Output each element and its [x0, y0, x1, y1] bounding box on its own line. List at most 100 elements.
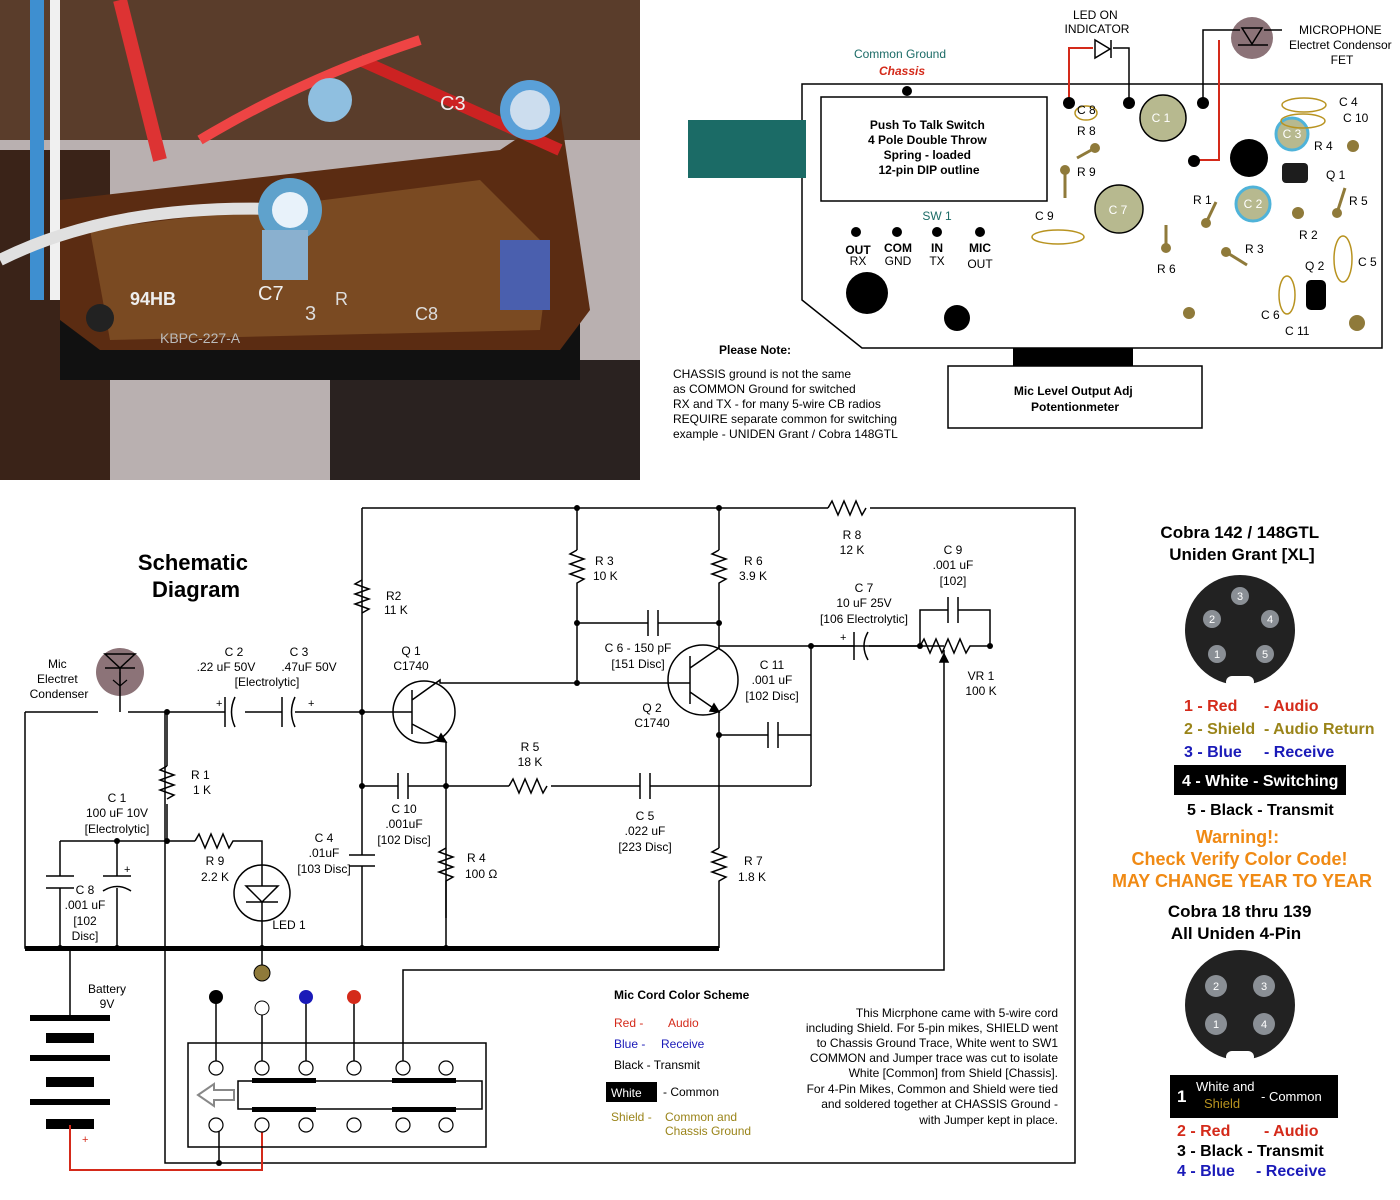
schematic-r4-1: 100 Ω: [465, 867, 497, 881]
connectors-four-pin-box-num: 1: [1177, 1087, 1186, 1106]
pcb-parts-c8: C 8: [1077, 103, 1096, 117]
schematic-cord-blue-1: Receive: [661, 1037, 705, 1051]
microphone-icon: [1231, 17, 1273, 59]
connectors-four-pin-legend-2-func: - Receive: [1256, 1163, 1326, 1180]
schematic-q2-1: C1740: [634, 716, 670, 730]
schematic-cord-shield-2: Chassis Ground: [665, 1124, 751, 1138]
schematic-c1-2: [Electrolytic]: [85, 822, 150, 836]
schematic-plus: +: [82, 1134, 88, 1146]
schematic-r9-1: 2.2 K: [201, 870, 229, 884]
schematic-title: Schematic: [138, 550, 248, 575]
pcb-c7: [1094, 184, 1144, 234]
schematic-r6-1: 3.9 K: [739, 569, 767, 583]
ptt-label: 4 Pole Double Throw: [868, 133, 987, 147]
schematic-c9-0: C 9: [944, 543, 963, 557]
four-pin-connector: [1185, 950, 1295, 1060]
pcb-q1: [1282, 163, 1308, 183]
svg-text:C 710 uF 25V[106 Electrolytic]: C 710 uF 25V[106 Electrolytic]: [820, 581, 908, 626]
wire-blue: [299, 990, 313, 1004]
connectors-five-pin-legend-4-text: 5 - Black - Transmit: [1187, 802, 1334, 819]
pcb-parts-c10: C 10: [1343, 111, 1369, 125]
schematic-paragraph-0: This Micrphone came with 5-wire cord: [856, 1006, 1058, 1020]
schematic-paragraph-4: White [Common] from Shield [Chassis].: [849, 1066, 1058, 1080]
schematic-r1-0: R 1: [191, 768, 210, 782]
schematic-mic-0: Mic: [48, 657, 67, 671]
schematic-r2-1: 11 K: [384, 603, 408, 617]
connectors-five-pin-numbers-1: 2: [1209, 614, 1215, 626]
schematic-c8-0: C 8: [76, 883, 95, 897]
warning-text: Warning!:: [1196, 827, 1279, 847]
connectors-four-pin-legend-1-text: 3 - Black - Transmit: [1177, 1143, 1324, 1160]
schematic-cord-black: Black - Transmit: [614, 1058, 701, 1072]
warning-text: MAY CHANGE YEAR TO YEAR: [1112, 871, 1372, 891]
schematic-c1-0: C 1: [108, 791, 127, 805]
pcb-parts-c9: C 9: [1035, 209, 1054, 223]
slide-arrow-icon: [196, 1082, 235, 1108]
schematic-c6-1: [151 Disc]: [611, 657, 664, 671]
pcb-parts-c4: C 4: [1339, 95, 1358, 109]
pcb-terminals-2-top: IN: [931, 241, 943, 255]
schematic-electrolytic: [Electrolytic]: [235, 675, 300, 689]
schematic-r9-0: R 9: [206, 854, 225, 868]
ptt-label: Spring - loaded: [884, 148, 971, 162]
schematic: [24, 499, 1076, 1171]
schematic-c3-0: C 3: [290, 645, 309, 659]
common-ground-label: Common Ground: [854, 47, 946, 61]
four-pin-title: Cobra 18 thru 139: [1168, 902, 1312, 921]
pcb-parts-r8: R 8: [1077, 124, 1096, 138]
led-indicator-label: INDICATOR: [1065, 22, 1130, 36]
svg-text:C 10.001uF[102 Disc]: C 10.001uF[102 Disc]: [377, 802, 430, 847]
pcb-parts-c1: C 1: [1152, 111, 1171, 125]
pcb-c3: [1274, 116, 1310, 152]
schematic-c11-1: .001 uF: [752, 673, 793, 687]
photo-marking: R: [335, 289, 348, 309]
led-icon: [1094, 38, 1112, 60]
svg-text:C 9.001 uF[102]: C 9.001 uF[102]: [933, 543, 974, 588]
schematic-c8-1: .001 uF: [65, 898, 106, 912]
pcb-terminals-0-bottom: RX: [850, 254, 867, 268]
svg-text:Cobra 18 thru 139 All Unid: Cobra 18 thru 139 All Uniden 4-Pin: [1168, 902, 1316, 943]
svg-text:+: +: [308, 698, 314, 710]
schematic-r2-0: R2: [386, 589, 402, 603]
connectors-five-pin-numbers-0: 1: [1214, 649, 1220, 661]
photo-marking: C3: [440, 93, 466, 115]
sw1-label: SW 1: [922, 209, 952, 223]
schematic-labels: Schematic Diagram Mic Electret Condenser…: [30, 528, 1059, 1146]
schematic-r4-0: R 4: [467, 851, 486, 865]
pcb-parts-r3: R 3: [1245, 242, 1264, 256]
pcb-parts-r2: R 2: [1299, 228, 1318, 242]
svg-text:+: +: [124, 864, 130, 876]
schematic-vr1-1: 100 K: [965, 684, 996, 698]
microphone-label: Electret Condensor: [1289, 38, 1392, 52]
pot-box: [947, 365, 1203, 429]
connectors-four-pin-box-shield: Shield: [1204, 1096, 1240, 1111]
svg-text:Mic Electret Condenser: Mic Electret Condenser: [30, 657, 89, 701]
schematic-mic-2: Condenser: [30, 687, 89, 701]
five-pin-title: Uniden Grant [XL]: [1169, 545, 1314, 564]
pcb-note-lines-2: RX and TX - for many 5-wire CB radios: [673, 397, 881, 411]
svg-text:R 310 K: R 310 K: [593, 554, 618, 583]
cord-title: Mic Cord Color Scheme: [614, 988, 750, 1002]
pcb-parts-c7: C 7: [1109, 203, 1128, 217]
schematic-r3-1: 10 K: [593, 569, 618, 583]
connectors-five-pin-legend-0-num: 1 - Red: [1184, 698, 1237, 715]
schematic-cord-shield-0: Shield -: [611, 1110, 652, 1124]
schematic-c5-0: C 5: [636, 809, 655, 823]
svg-text:R 11 K: R 11 K: [191, 768, 211, 797]
schematic-paragraph-3: COMMON and Jumper trace was cut to isola…: [810, 1051, 1058, 1065]
svg-text:Mic Level Output Adj Poten: Mic Level Output Adj Potentionmeter: [1014, 384, 1136, 414]
note-title: Please Note:: [719, 343, 791, 357]
connectors-five-pin-legend-1-num: 2 - Shield: [1184, 721, 1255, 738]
svg-text:C 11.001 uF[102 Disc]: C 11.001 uF[102 Disc]: [745, 658, 798, 703]
svg-text:MICROPHONE Electret Conden: MICROPHONE Electret Condensor FET: [1289, 23, 1395, 67]
connectors-four-pin-numbers-2: 3: [1261, 981, 1267, 993]
schematic-c10-1: .001uF: [385, 817, 422, 831]
schematic-cord-white-0: White: [611, 1086, 642, 1100]
svg-text:+: +: [840, 632, 846, 644]
schematic-r7-0: R 7: [744, 854, 763, 868]
schematic-c11-0: C 11: [760, 658, 785, 672]
